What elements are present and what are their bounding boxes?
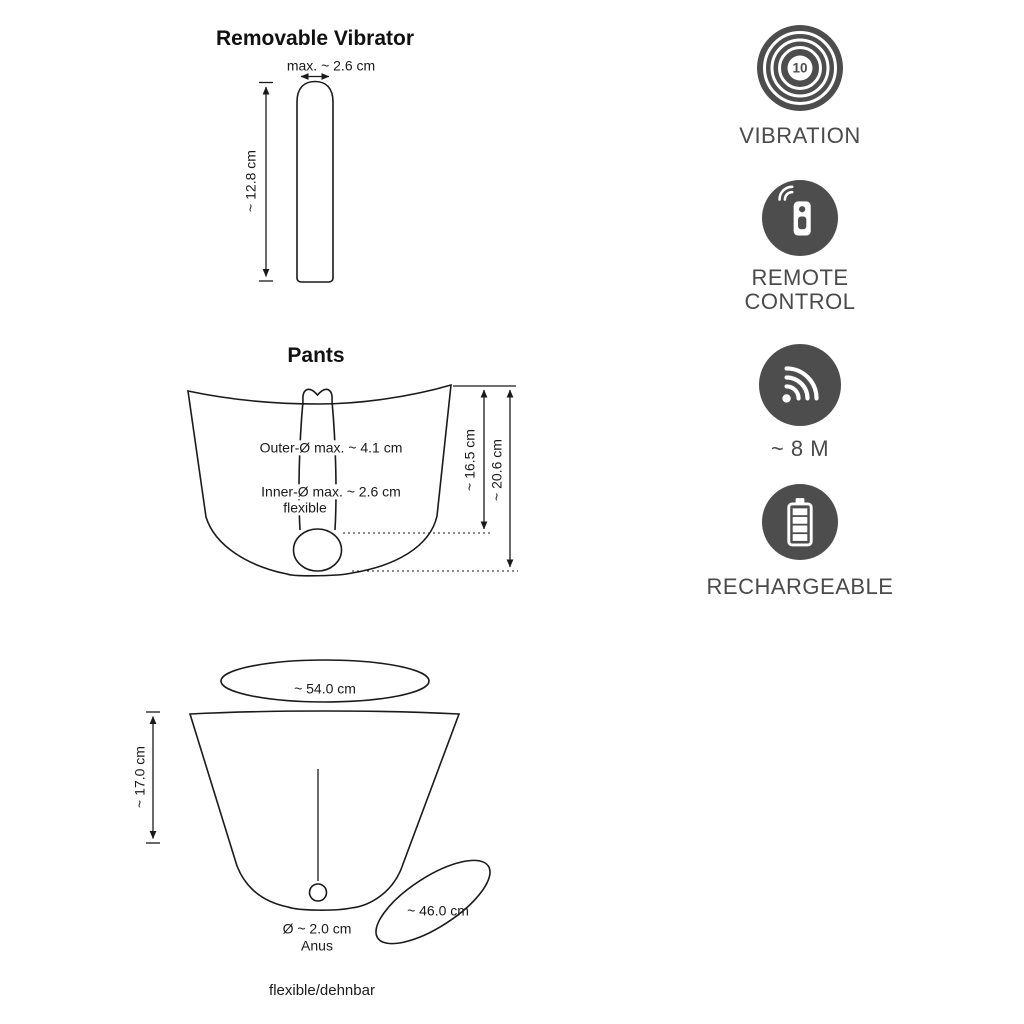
remote-label-line2: CONTROL xyxy=(744,288,856,314)
vibrator-width-label: max. ~ 2.6 cm xyxy=(286,57,376,74)
signal-range-icon xyxy=(759,344,841,426)
pants-outline xyxy=(187,383,452,577)
pants-title: Pants xyxy=(287,344,345,367)
vibration-modes-count: 10 xyxy=(792,61,807,76)
sleeve-ball xyxy=(292,528,343,572)
vibrator-height-label: ~ 12.8 cm xyxy=(242,150,259,212)
waist-circumference-label: ~ 54.0 cm xyxy=(294,680,356,697)
remote-label-line1: REMOTE xyxy=(751,265,849,290)
range-label: ~ 8 M xyxy=(770,436,830,461)
pants-front-outline xyxy=(188,710,461,911)
vibration-label: VIBRATION xyxy=(739,123,861,148)
sleeve-right-edge xyxy=(331,400,337,531)
vibration-icon: 10 xyxy=(757,25,843,111)
feature-range: ~ 8 M xyxy=(680,343,920,461)
pants-front-height-dimension xyxy=(146,711,160,844)
anus-label: Anus xyxy=(301,937,333,954)
anus-hole xyxy=(308,883,328,902)
vibrator-drawing xyxy=(259,73,334,283)
hole-diameter-label: Ø ~ 2.0 cm xyxy=(282,920,352,937)
flexible-label: flexible xyxy=(280,499,330,516)
battery-icon xyxy=(761,483,839,561)
outer-diameter-label: Outer-Ø max. ~ 4.1 cm xyxy=(256,439,406,456)
remote-control-icon xyxy=(761,179,839,257)
vibrator-height-dimension xyxy=(259,81,273,282)
feature-rechargeable: RECHARGEABLE xyxy=(680,483,920,599)
vibrator-title: Removable Vibrator xyxy=(215,27,415,50)
feature-vibration: 10 VIBRATION xyxy=(680,24,920,148)
insert-depth-label: ~ 16.5 cm xyxy=(461,429,478,491)
sleeve-tip xyxy=(302,388,333,402)
rechargeable-label: RECHARGEABLE xyxy=(706,574,894,599)
pants-front-height-label: ~ 17.0 cm xyxy=(131,746,148,808)
total-depth-label: ~ 20.6 cm xyxy=(488,439,505,501)
vibrator-outline xyxy=(296,80,334,283)
inner-diameter-label: Inner-Ø max. ~ 2.6 cm xyxy=(258,483,404,500)
footer-flexible-label: flexible/dehnbar xyxy=(269,981,375,999)
leg-circumference-label: ~ 46.0 cm xyxy=(407,902,469,919)
feature-remote-control: REMOTE CONTROL xyxy=(680,179,920,314)
